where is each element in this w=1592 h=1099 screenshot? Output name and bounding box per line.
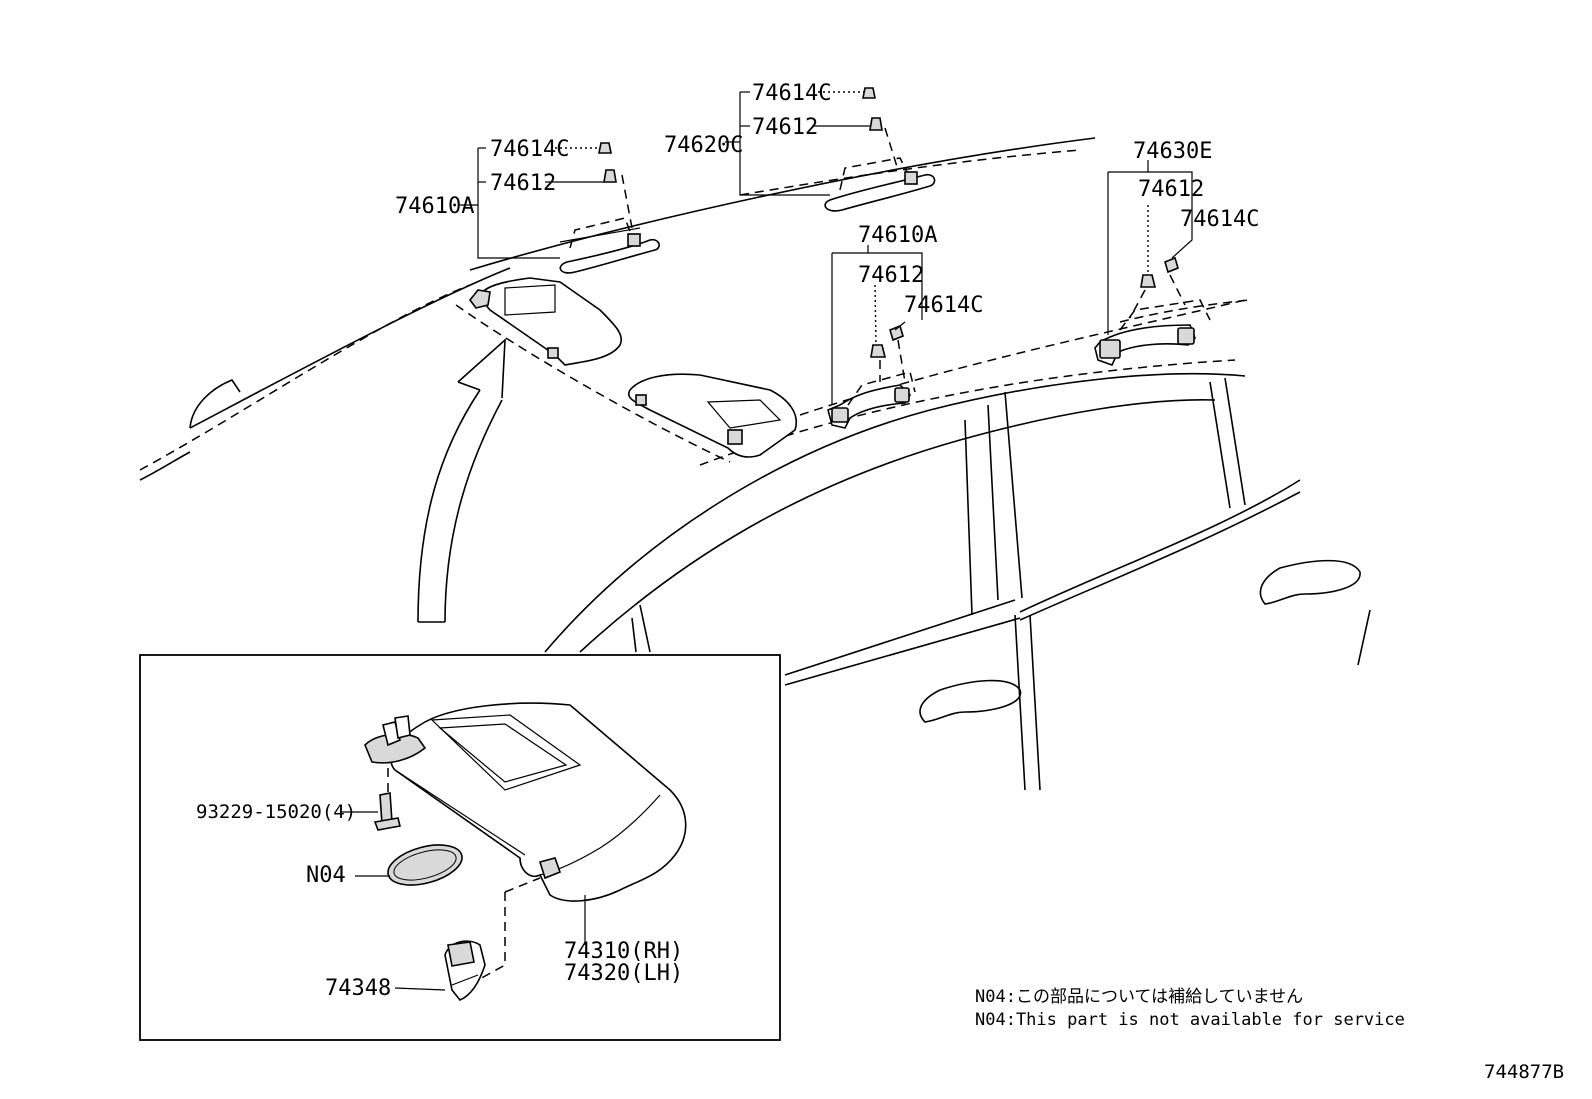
label-n04: N04 xyxy=(306,863,346,888)
label-74610a-left: 74610A xyxy=(395,194,474,219)
label-74614c-center-top: 74614C xyxy=(752,81,831,106)
callout-arrow xyxy=(417,338,506,623)
note-jp: N04:この部品については補給していません xyxy=(975,987,1303,1007)
label-74614c-center: 74614C xyxy=(904,293,983,318)
car-body-outline xyxy=(139,137,1371,791)
label-74614c-left: 74614C xyxy=(490,137,569,162)
sun-visor-right-installed xyxy=(628,373,797,458)
assist-grip-rear-left xyxy=(827,371,916,429)
fasteners xyxy=(598,87,1179,358)
label-74610a-center: 74610A xyxy=(858,223,937,248)
label-74612-left: 74612 xyxy=(490,171,556,196)
label-74348: 74348 xyxy=(325,976,391,1001)
label-74612-center: 74612 xyxy=(858,263,924,288)
sun-visor-left-installed xyxy=(468,277,622,366)
label-74612-center-top: 74612 xyxy=(752,115,818,140)
footnotes: N04:この部品については補給していません N04:This part is n… xyxy=(975,987,1405,1030)
label-74612-right: 74612 xyxy=(1138,177,1204,202)
assist-grip-front-left xyxy=(559,217,660,274)
label-74310-rh: 74310(RH) xyxy=(564,939,683,964)
note-en: N04:This part is not available for servi… xyxy=(975,1010,1405,1030)
diagram-id: 744877B xyxy=(1484,1061,1564,1083)
label-74320-lh: 74320(LH) xyxy=(564,961,683,986)
label-74620c: 74620C xyxy=(664,133,743,158)
assist-grip-front-right xyxy=(824,157,936,212)
label-93229-15020: 93229-15020(4) xyxy=(196,801,356,823)
leader-lines xyxy=(460,91,1193,405)
inset-detail xyxy=(139,654,781,1041)
part-labels: 74614C 74612 74620C 74614C 74612 74610A … xyxy=(196,81,1259,1001)
label-74630e: 74630E xyxy=(1133,139,1212,164)
label-74614c-right: 74614C xyxy=(1180,207,1259,232)
assist-grip-rear-right xyxy=(1094,299,1211,366)
